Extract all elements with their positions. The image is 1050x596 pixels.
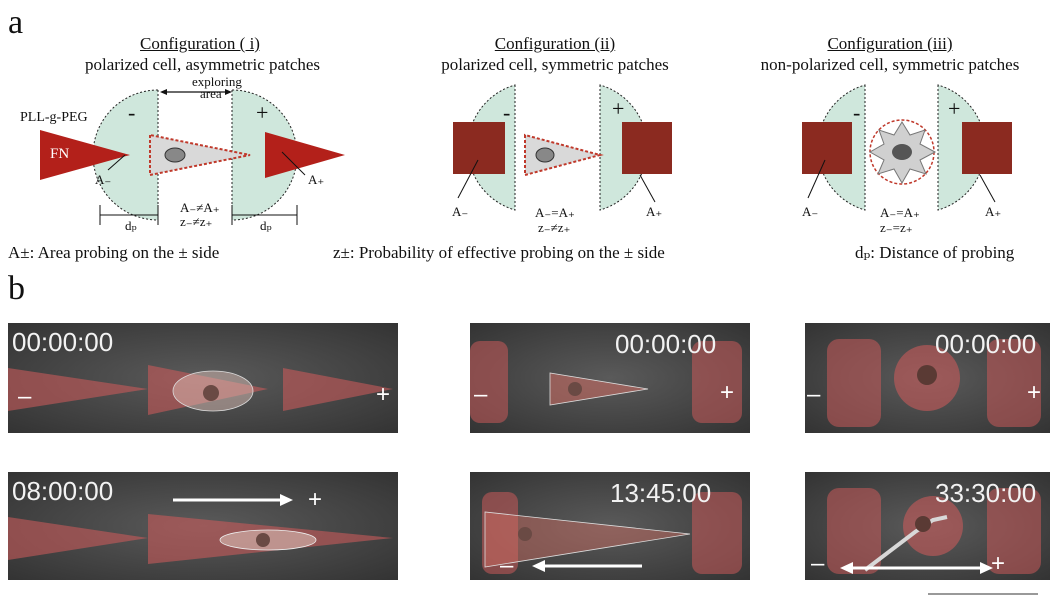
timestamp: 08:00:00 (12, 476, 114, 506)
plus-marker: + (991, 550, 1006, 577)
config-3-schematic (802, 84, 1012, 211)
caption-area-probing: A±: Area probing on the ± side (8, 243, 220, 262)
cell-nucleus (164, 147, 186, 163)
config-2-schematic (453, 84, 672, 211)
panel-letter-b: b (8, 270, 25, 307)
fn-triangle-right (265, 132, 345, 178)
cell-nucleus (892, 144, 912, 160)
a-plus-label-2: A₊ (646, 204, 663, 219)
config-2-title: Configuration (ii) (494, 34, 616, 53)
a-plus-label-1: A₊ (308, 172, 325, 187)
plus-marker: + (308, 486, 323, 513)
left-fn-patch (802, 122, 852, 174)
micrograph-config3-t33h: 33:30:00 – + (805, 472, 1050, 580)
config-3-relation-a: A₋=A₊ (880, 205, 920, 220)
dp-label-left: dₚ (125, 218, 137, 233)
timestamp: 00:00:00 (615, 329, 717, 359)
minus-sign-2: - (503, 100, 511, 125)
minus-marker: – (18, 383, 32, 410)
patch-layer (8, 365, 393, 415)
minus-marker: – (811, 550, 825, 577)
left-fn-patch (453, 122, 505, 174)
minus-marker: – (474, 381, 488, 408)
plus-sign-3: + (948, 96, 961, 121)
caption-distance: dₚ: Distance of probing (855, 243, 1015, 262)
plus-sign-1: + (256, 100, 269, 125)
minus-sign-3: - (853, 100, 861, 125)
cell-layer (484, 511, 691, 572)
config-1-relation-a: A₋≠A₊ (180, 200, 220, 215)
a-minus-label-1: A₋ (95, 172, 112, 187)
a-minus-label-2: A₋ (452, 204, 469, 219)
fn-triangle-left (40, 130, 130, 180)
scale-bar (928, 593, 1038, 595)
micrograph-config3-t0: 00:00:00 – + (805, 323, 1050, 433)
minus-sign-1: - (128, 100, 136, 125)
config-3-subtitle: non-polarized cell, symmetric patches (760, 55, 1020, 74)
micrograph-config2-t13h: 13:45:00 – (470, 472, 750, 580)
patch-layer (8, 494, 393, 564)
timestamp: 13:45:00 (610, 478, 712, 508)
a-minus-label-3: A₋ (802, 204, 819, 219)
micrograph-config2-t0: 00:00:00 – + (470, 323, 750, 433)
right-fn-patch (962, 122, 1012, 174)
timestamp: 33:30:00 (935, 478, 1037, 508)
exploring-label: exploring (192, 74, 242, 89)
config-2-relation-a: A₋=A₊ (535, 205, 575, 220)
plus-marker: + (720, 379, 735, 406)
panel-letter-a: a (8, 4, 24, 41)
cell-body (524, 133, 604, 177)
plus-marker: + (1027, 379, 1042, 406)
cell-layer (894, 345, 960, 411)
minus-marker: – (807, 381, 821, 408)
micrograph-config1-t8h: 08:00:00 + (8, 472, 398, 580)
config-3-relation-z: z₋=z₊ (880, 220, 913, 235)
dp-label-right: dₚ (260, 218, 272, 233)
cell-layer (549, 372, 649, 406)
config-2-subtitle: polarized cell, symmetric patches (441, 55, 669, 74)
cell-layer (840, 496, 993, 574)
area-label: area (200, 86, 222, 101)
timestamp: 00:00:00 (935, 329, 1037, 359)
cell-body (149, 133, 251, 177)
config-1-relation-z: z₋≠z₊ (180, 214, 213, 229)
plus-sign-2: + (612, 96, 625, 121)
cell-nucleus (535, 147, 555, 163)
plus-marker: + (376, 381, 391, 408)
config-1-schematic (40, 89, 345, 225)
config-2-relation-z: z₋≠z₊ (538, 220, 571, 235)
config-3-title: Configuration (iii) (827, 34, 953, 53)
config-1-title: Configuration ( i) (140, 34, 260, 53)
fn-label: FN (50, 146, 70, 162)
minus-marker: – (500, 552, 514, 579)
a-plus-label-3: A₊ (985, 204, 1002, 219)
right-fn-patch (622, 122, 672, 174)
timestamp: 00:00:00 (12, 327, 114, 357)
config-1-subtitle: polarized cell, asymmetric patches (84, 55, 321, 74)
caption-probability: z±: Probability of effective probing on … (333, 243, 665, 262)
pll-label: PLL-g-PEG (20, 110, 88, 125)
micrograph-config1-t0: 00:00:00 – + (8, 323, 398, 433)
